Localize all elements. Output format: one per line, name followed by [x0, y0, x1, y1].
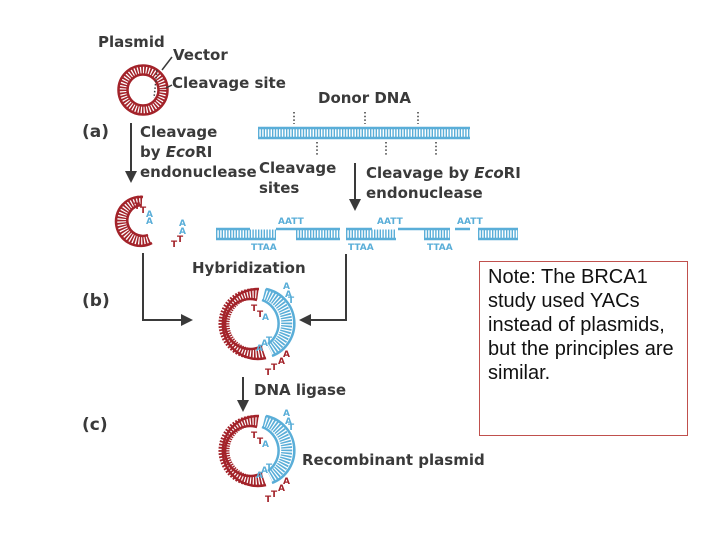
- note-box: Note: The BRCA1 study used YACs instead …: [479, 261, 688, 436]
- svg-text:A: A: [278, 484, 285, 494]
- donor-fragments: AATT AATT AATT TTAA TTAA TTAA: [216, 217, 518, 253]
- svg-text:T: T: [257, 437, 264, 447]
- cleavage-sites-label: Cleavage: [259, 159, 336, 177]
- svg-text:A: A: [179, 219, 186, 229]
- svg-text:A: A: [256, 344, 263, 354]
- cleavage-by-ecori-donor-label: Cleavage by EcoRI: [366, 164, 521, 182]
- svg-text:T: T: [271, 490, 278, 500]
- svg-text:T: T: [177, 235, 184, 245]
- recombinant-plasmid-label: Recombinant plasmid: [302, 451, 485, 469]
- svg-text:T: T: [257, 310, 264, 320]
- svg-text:T: T: [140, 206, 147, 216]
- svg-text:T: T: [251, 304, 258, 314]
- cleavage-label: Cleavage: [140, 123, 217, 141]
- cleaved-plasmid-sticky-ends: T T A A A A T T: [134, 202, 186, 250]
- svg-text:A: A: [285, 290, 292, 300]
- svg-text:A: A: [283, 409, 290, 419]
- sticky-end-aatt-1: AATT: [278, 217, 305, 227]
- sticky-end-ttaa-3: TTAA: [427, 243, 453, 253]
- svg-text:T: T: [266, 336, 273, 346]
- hybridization-right-arrow: [299, 254, 347, 326]
- plasmid-label: Plasmid: [98, 33, 165, 51]
- endonuclease-label: endonuclease: [140, 163, 257, 181]
- svg-text:A: A: [283, 350, 290, 360]
- part-c-label: (c): [82, 415, 108, 435]
- svg-text:A: A: [262, 313, 269, 323]
- svg-text:T: T: [251, 431, 258, 441]
- svg-text:T: T: [266, 463, 273, 473]
- svg-text:A: A: [285, 417, 292, 427]
- cleavage-sites-label-line2: sites: [259, 179, 299, 197]
- svg-text:T: T: [271, 363, 278, 373]
- part-a-label: (a): [82, 122, 109, 142]
- cleaved-plasmid: [114, 195, 153, 248]
- dna-ligase-label: DNA ligase: [254, 381, 346, 399]
- svg-text:T: T: [134, 202, 141, 212]
- plasmid-cleavage-dots: [153, 69, 158, 99]
- donor-dna-label: Donor DNA: [318, 89, 411, 107]
- svg-text:T: T: [171, 240, 178, 250]
- sticky-end-ttaa-2: TTAA: [348, 243, 374, 253]
- donor-dna-strand: [258, 126, 470, 140]
- svg-text:A: A: [146, 217, 153, 227]
- svg-text:A: A: [262, 440, 269, 450]
- svg-text:A: A: [283, 477, 290, 487]
- svg-text:T: T: [288, 296, 295, 306]
- svg-text:T: T: [265, 368, 272, 378]
- svg-text:A: A: [146, 210, 153, 220]
- svg-text:A: A: [283, 282, 290, 292]
- vector-label: Vector: [173, 46, 228, 64]
- sticky-end-aatt-2: AATT: [377, 217, 404, 227]
- svg-text:T: T: [288, 423, 295, 433]
- hybridized-plasmid: A A T T T A A A T A A T T: [218, 282, 296, 378]
- recombinant-plasmid: A A T T T A A A T A A T T: [218, 409, 296, 505]
- endonuclease-donor-label: endonuclease: [366, 184, 483, 202]
- svg-text:T: T: [265, 495, 272, 505]
- sticky-end-aatt-3: AATT: [457, 217, 484, 227]
- svg-text:A: A: [261, 466, 268, 476]
- svg-text:A: A: [256, 471, 263, 481]
- svg-text:A: A: [278, 357, 285, 367]
- vector-pointer: [161, 56, 173, 71]
- sticky-end-ttaa-1: TTAA: [251, 243, 277, 253]
- svg-text:A: A: [179, 227, 186, 237]
- svg-text:A: A: [261, 339, 268, 349]
- hybridization-left-arrow: [142, 253, 193, 326]
- hybridization-label: Hybridization: [192, 259, 306, 277]
- cleavage-by-ecori-label: by EcoRI: [140, 143, 212, 161]
- cleavage-site-pointer: [165, 84, 173, 89]
- plasmid-ring: [117, 64, 169, 116]
- cleavage-site-label: Cleavage site: [172, 74, 286, 92]
- part-b-label: (b): [82, 291, 110, 311]
